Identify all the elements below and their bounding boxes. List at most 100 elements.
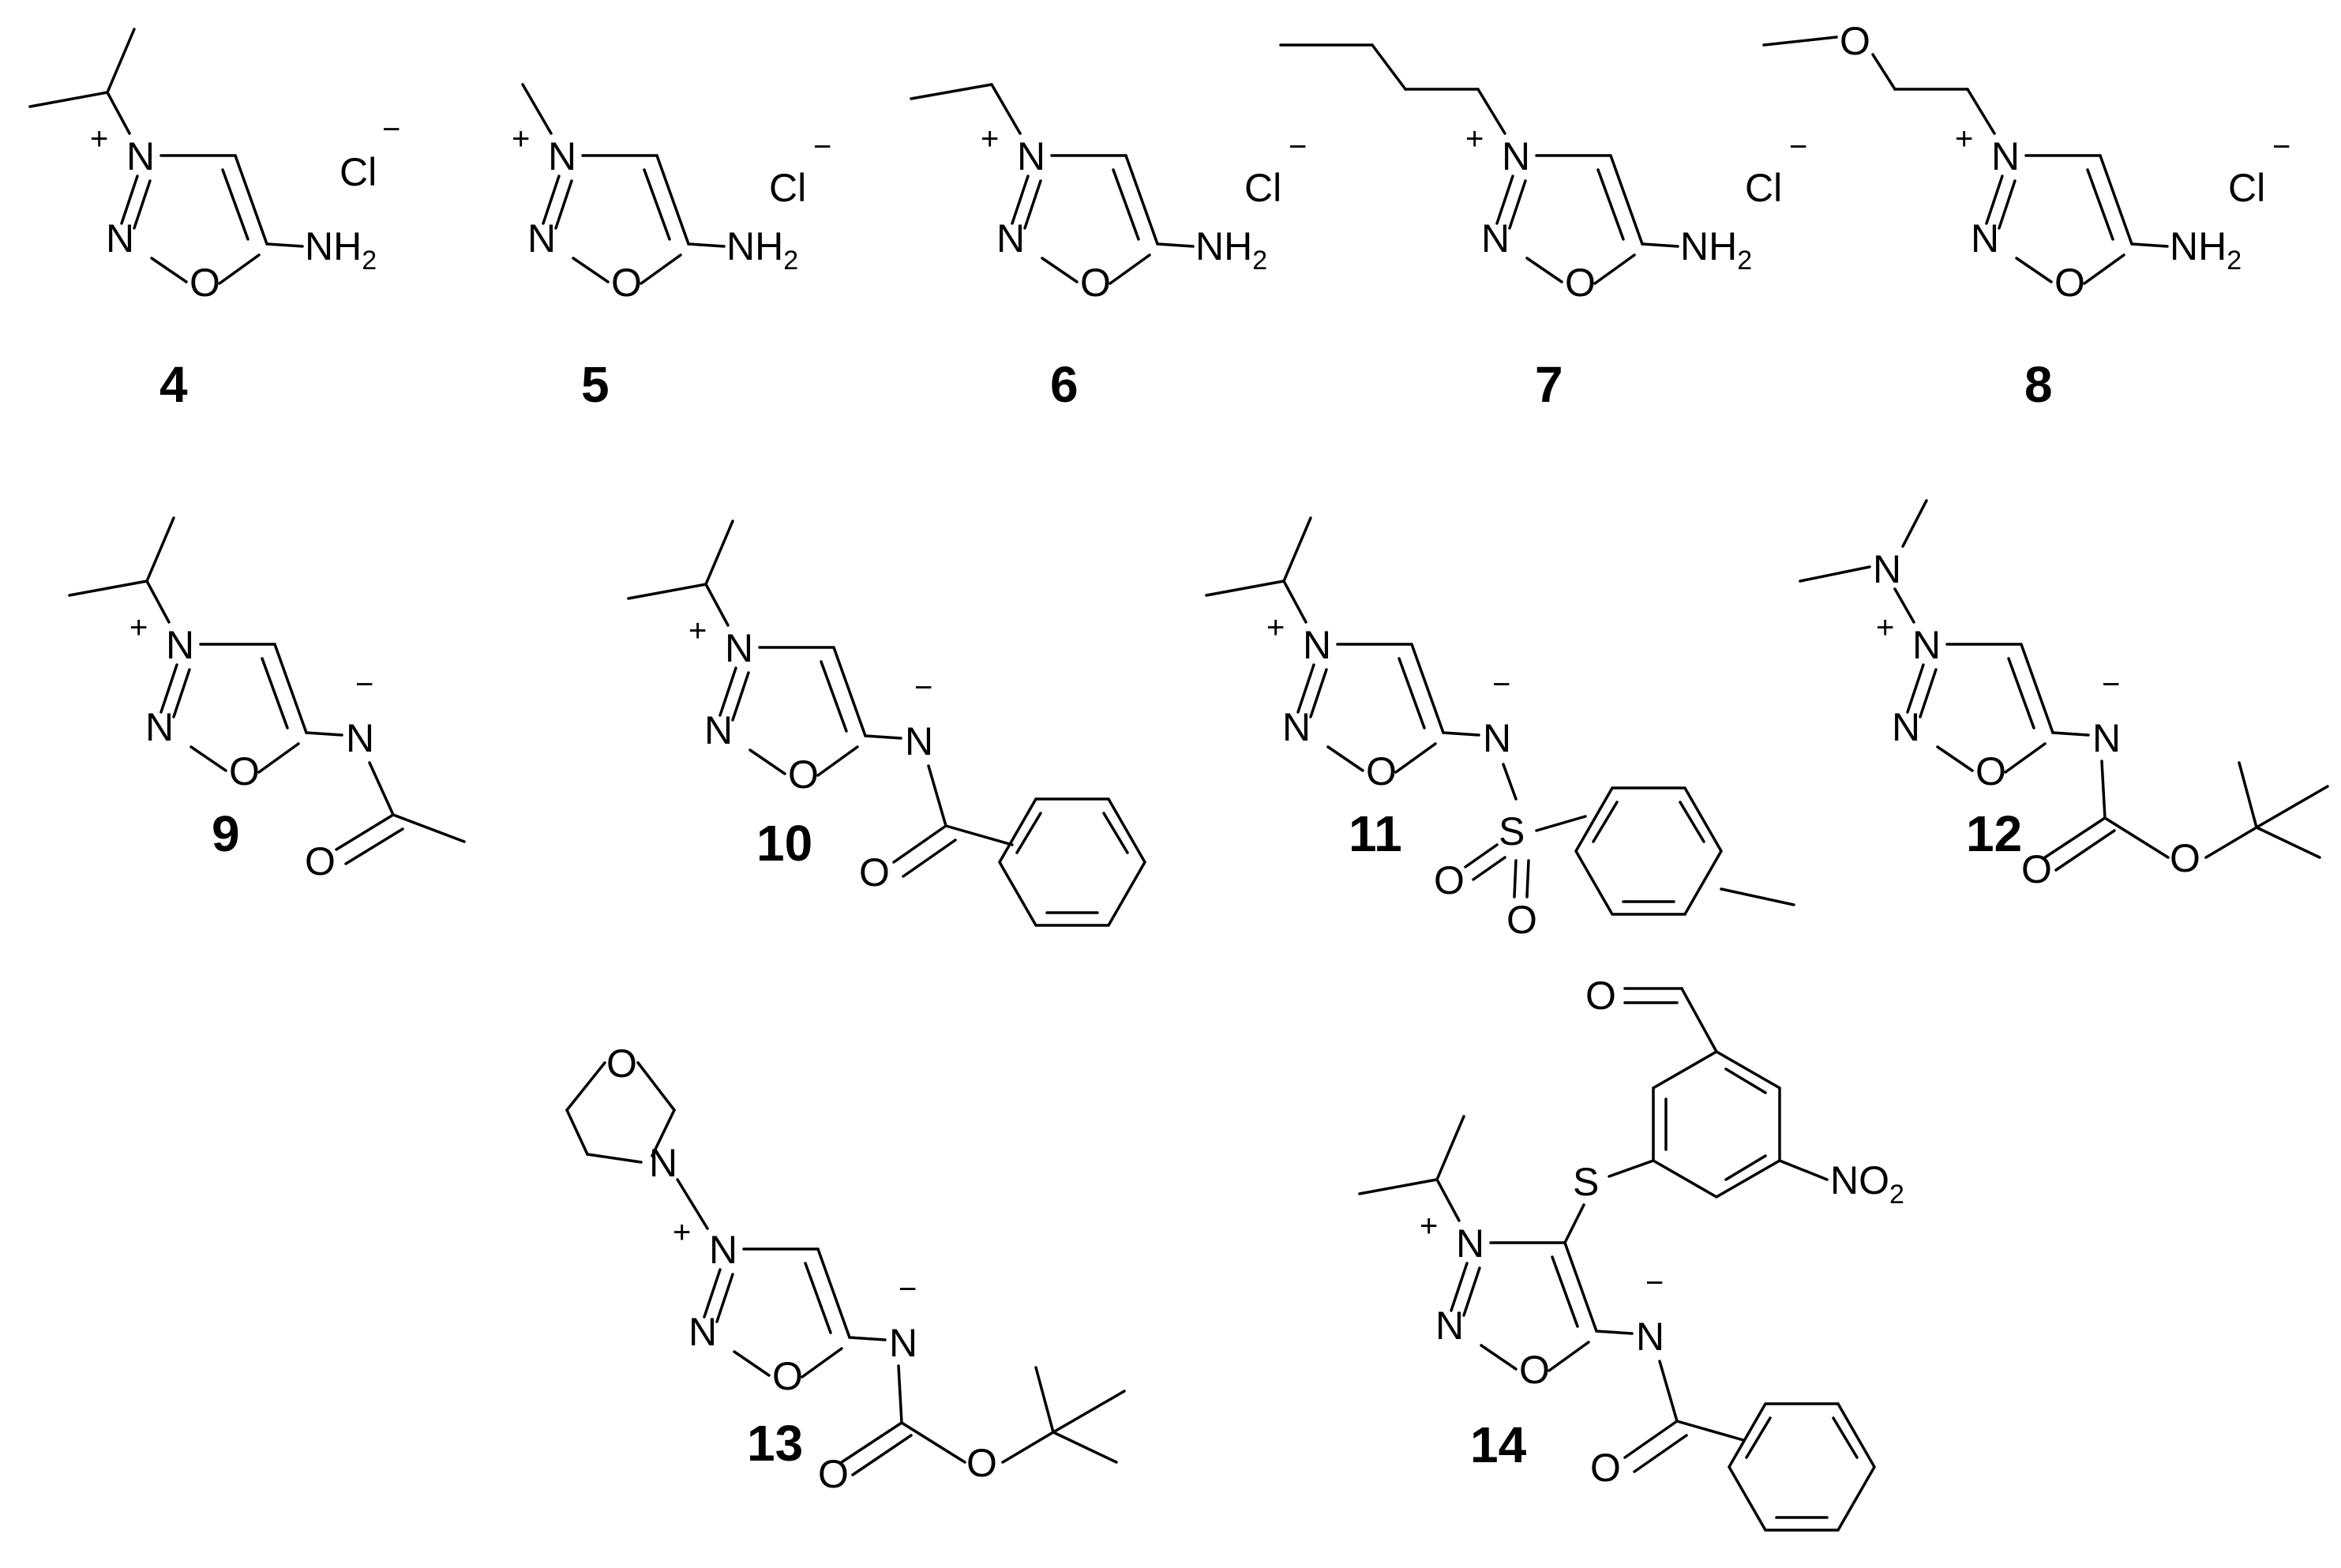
compound-label: 5 [581,356,610,413]
atom-N2: N [1282,705,1311,749]
plus-charge: + [1266,610,1285,645]
compound-14: + N N O S O NO2 N − O 14 [1358,973,1904,1532]
compound-9: + N N O N − O 9 [68,516,466,883]
compound-label: 6 [1050,356,1079,413]
atom-NH2: NH2 [305,224,377,276]
atom-N3: N [1991,134,2020,178]
minus-charge: − [1789,129,1807,164]
atom-N2: N [527,216,556,261]
atom-O-carbonyl: O [818,1452,849,1496]
atom-S: S [1499,809,1525,853]
atom-N2: N [688,1310,717,1354]
compound-label: 4 [159,356,188,413]
atom-S: S [1573,1160,1599,1204]
chloride: Cl [1244,166,1281,210]
atom-O-morpholine: O [606,1041,637,1086]
minus-charge: − [1492,667,1510,702]
atom-N3: N [1303,623,1331,667]
atom-O-sulfonyl-2: O [1506,898,1537,942]
minus-charge: − [382,112,400,147]
atom-N2: N [145,705,174,749]
atom-O-carbonyl: O [1590,1446,1621,1490]
atom-N3: N [548,134,576,178]
atom-O1: O [1080,261,1111,305]
atom-N2: N [996,216,1025,261]
atom-O1: O [229,749,260,793]
atom-O1: O [1366,749,1397,793]
minus-charge: − [1645,1266,1664,1300]
compound-10: + N N O N − O 10 [627,520,1146,927]
compound-11: + N N O N − S O O 11 [1205,516,1795,942]
atom-N2: N [704,708,733,752]
compound-label: 14 [1470,1416,1527,1473]
atom-O-carbonyl: O [2021,847,2052,891]
atom-O-sulfonyl-1: O [1434,858,1465,902]
atom-O1: O [1565,261,1596,305]
chloride: Cl [1745,166,1782,210]
atom-O1: O [1975,749,2006,793]
atom-O-aldehyde: O [1585,973,1616,1018]
atom-N3: N [1017,134,1045,178]
atom-NH2: NH2 [726,224,798,276]
atom-N3: N [1456,1221,1484,1266]
atom-O1: O [611,261,642,305]
atom-NH2: NH2 [1680,224,1752,276]
chloride: Cl [2228,166,2265,210]
atom-O-carbonyl: O [859,850,890,895]
atom-N-anion: N [1483,716,1511,760]
atom-O1: O [1519,1348,1550,1392]
atom-O1: O [772,1354,803,1398]
compound-label: 11 [1349,805,1402,862]
atom-O1: O [788,752,819,797]
atom-N-morpholine: N [649,1141,677,1185]
chloride: Cl [340,150,377,194]
atom-N3: N [725,626,753,670]
chloride: Cl [769,166,806,210]
compound-12: N + N N O N − O O 12 [1799,499,2329,891]
compound-4: + N N O NH2 Cl − 4 [28,28,400,413]
plus-charge: + [90,122,108,156]
atom-N2: N [1971,216,1999,261]
plus-charge: + [512,122,530,156]
minus-charge: − [813,129,831,164]
compound-13: N O + N N O N − O O 13 [565,1041,1126,1496]
atom-O1: O [2054,261,2085,305]
atom-O-ether: O [1840,19,1870,63]
compound-5: + N N O NH2 Cl − 5 [512,83,831,413]
plus-charge: + [688,613,707,648]
atom-NH2: NH2 [2170,224,2242,276]
plus-charge: + [1420,1209,1438,1244]
atom-N-anion: N [889,1321,917,1365]
atom-N-anion: N [2092,716,2121,760]
plus-charge: + [673,1215,691,1250]
atom-NH2: NH2 [1195,224,1267,276]
minus-charge: − [2102,667,2120,702]
compound-label: 8 [2024,356,2053,413]
compound-label: 12 [1966,805,2022,862]
minus-charge: − [914,670,932,705]
nitro-group: NO2 [1830,1158,1904,1210]
compound-8: O + N N O NH2 Cl − 8 [1762,19,2290,413]
atom-N2: N [1435,1304,1464,1348]
plus-charge: + [1465,122,1484,156]
atom-N3: N [1912,623,1941,667]
atom-N-dimethylamino: N [1873,547,1901,591]
compound-label: 7 [1535,356,1563,413]
compound-7: + N N O NH2 Cl − 7 [1279,43,1807,413]
atom-O-ester: O [966,1441,997,1485]
atom-N2: N [1892,705,1920,749]
atom-N-anion: N [1636,1315,1664,1359]
plus-charge: + [129,610,148,645]
atom-N-anion: N [905,719,933,763]
plus-charge: + [981,122,999,156]
atom-N3: N [1502,134,1530,178]
compound-label: 10 [756,815,812,872]
compound-6: + N N O NH2 Cl − 6 [910,83,1307,413]
plus-charge: + [1876,610,1894,645]
compound-label: 13 [747,1415,803,1472]
atom-O-ester: O [2170,836,2200,880]
atom-N3: N [709,1228,737,1272]
minus-charge: − [355,667,373,702]
atom-N2: N [1481,216,1510,261]
